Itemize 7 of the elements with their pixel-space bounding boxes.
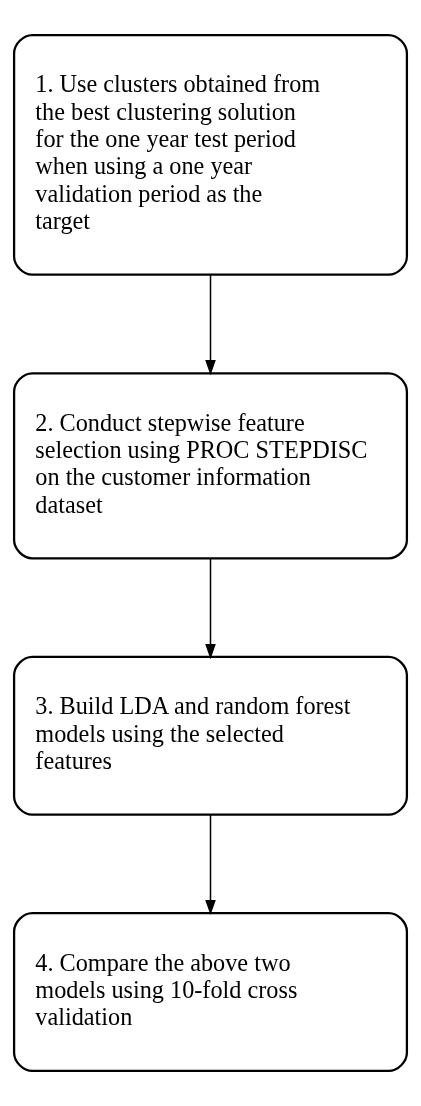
arrow: [205, 813, 216, 916]
node-box: 3. Build LDA and random forest models using the selected features: [12, 655, 409, 816]
node-box: 4. Compare the above two models using 10-fold cross validation: [12, 912, 409, 1073]
arrow: [205, 274, 216, 376]
node-box: 2. Conduct stepwise feature selection using PROC STEPDISC on the customer information dataset: [12, 372, 409, 560]
arrow: [205, 557, 216, 660]
node-box: 1. Use clusters obtained from the best clustering solution for the one year test period when using a one year validation period as the target: [12, 33, 409, 276]
